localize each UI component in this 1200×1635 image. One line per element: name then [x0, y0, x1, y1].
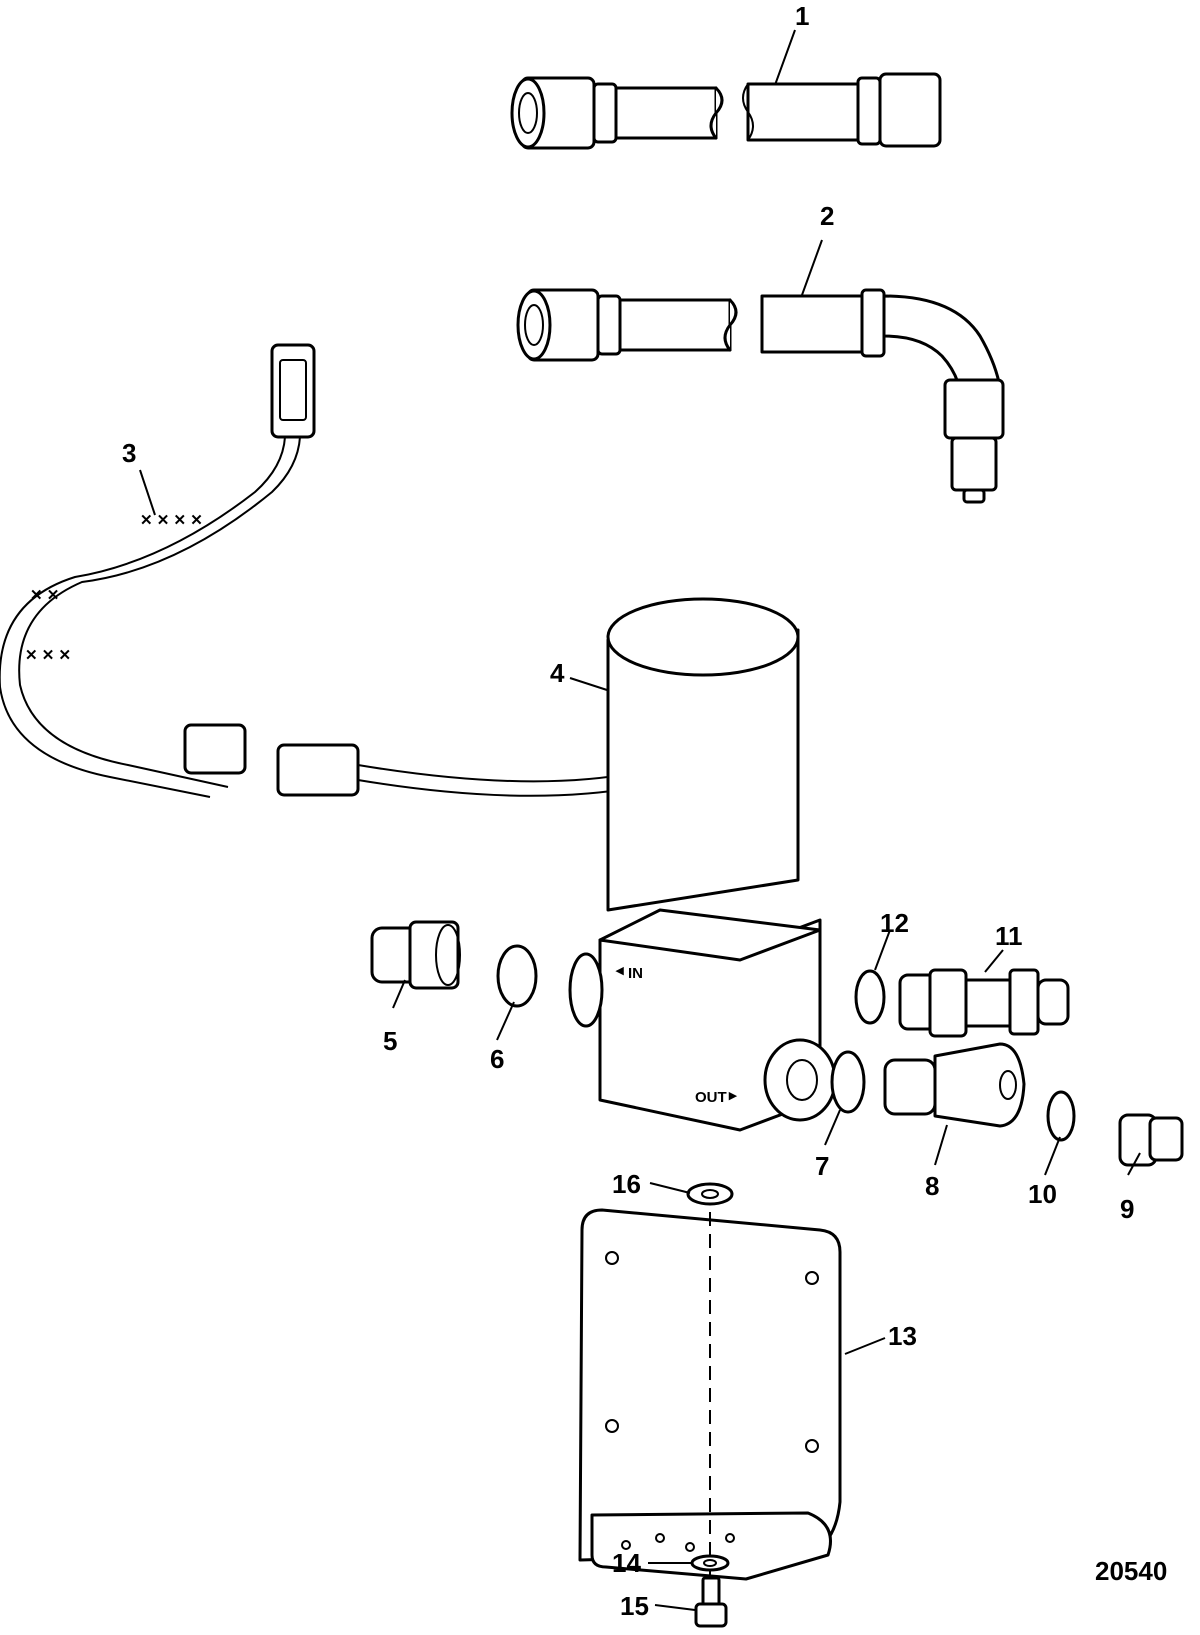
- callout-16: 16: [612, 1169, 641, 1199]
- part-7-o-ring: [830, 1050, 866, 1114]
- part-5-fitting: [370, 920, 461, 990]
- part-15-screw: [694, 1576, 728, 1628]
- part-16-washer: [686, 1182, 734, 1206]
- part-8-check-valve: [883, 1042, 1026, 1128]
- callout-7: 7: [815, 1151, 829, 1181]
- part-3-wire-harness: ✕ ✕ ✕ ✕ ✕ ✕ ✕ ✕ ✕: [0, 343, 719, 798]
- svg-text:✕ ✕ ✕ ✕: ✕ ✕ ✕ ✕: [140, 512, 203, 529]
- callout-9: 9: [1120, 1194, 1134, 1224]
- callout-3: 3: [122, 438, 136, 468]
- part-2-elbow-hose: [516, 288, 1005, 504]
- callout-2: 2: [820, 201, 834, 231]
- callout-11: 11: [995, 921, 1023, 951]
- callout-8: 8: [925, 1171, 939, 1201]
- outlet-mark: OUT: [695, 1089, 727, 1106]
- part-4-pump-body: ◂ IN OUT ▸: [568, 597, 837, 1132]
- part-6-o-ring: [496, 944, 538, 1008]
- figure-number: 20540: [1095, 1556, 1167, 1586]
- leader-lines: [139, 29, 1141, 1611]
- svg-text:▸: ▸: [728, 1087, 738, 1104]
- callouts: 1 2 3 4 5 6 7 8 9 10 11 12 13 14 15 16: [122, 1, 1134, 1621]
- callout-10: 10: [1028, 1179, 1057, 1209]
- part-9-fitting: [1118, 1113, 1184, 1167]
- part-11-fitting: [898, 968, 1070, 1038]
- callout-1: 1: [795, 1, 809, 31]
- part-13-bracket: [578, 1190, 842, 1590]
- svg-text:✕ ✕: ✕ ✕: [30, 587, 59, 604]
- svg-text:✕ ✕ ✕: ✕ ✕ ✕: [25, 647, 71, 664]
- callout-14: 14: [612, 1548, 641, 1578]
- callout-4: 4: [550, 658, 565, 688]
- callout-15: 15: [620, 1591, 649, 1621]
- svg-text:◂: ◂: [615, 962, 624, 979]
- inlet-mark: IN: [628, 965, 643, 982]
- callout-12: 12: [880, 908, 909, 938]
- part-12-o-ring: [854, 969, 886, 1025]
- callout-5: 5: [383, 1026, 397, 1056]
- callout-13: 13: [888, 1321, 917, 1351]
- part-14-washer: [690, 1554, 730, 1572]
- callout-6: 6: [490, 1044, 504, 1074]
- part-10-o-ring: [1046, 1090, 1076, 1142]
- part-1-straight-hose: [510, 72, 942, 150]
